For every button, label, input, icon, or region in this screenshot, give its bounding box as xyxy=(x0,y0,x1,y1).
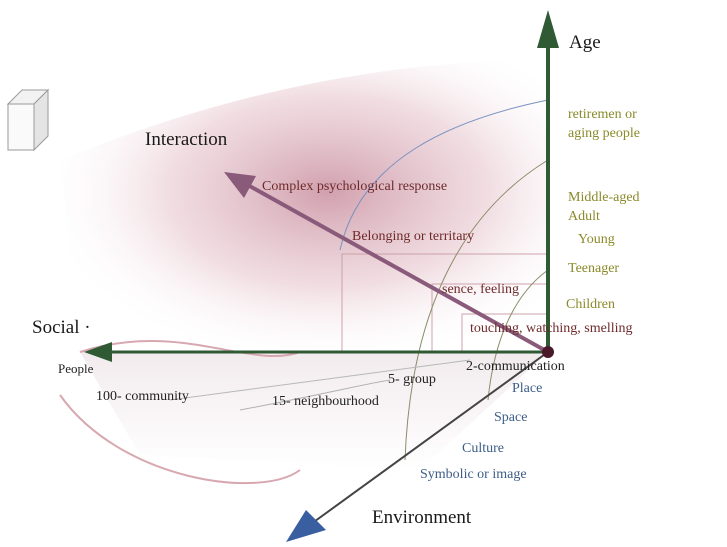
environment-level-place: Place xyxy=(512,381,543,396)
social-level-communication: 2-communication xyxy=(466,359,565,374)
social-level-group: 5- group xyxy=(388,372,436,387)
origin-point xyxy=(542,346,554,358)
age-level-middle-aged: Middle-aged xyxy=(568,190,640,205)
interaction-level-complex: Complex psychological response xyxy=(262,179,448,194)
interaction-plane xyxy=(60,60,548,352)
age-axis-title: Age xyxy=(569,32,601,53)
interaction-level-touching: touching, watching, smelling xyxy=(470,321,633,336)
social-axis xyxy=(84,342,548,362)
age-level-retirement-2: aging people xyxy=(568,126,640,141)
social-level-neighbourhood: 15- neighbourhood xyxy=(272,394,379,409)
environment-axis-title: Environment xyxy=(372,507,472,528)
social-axis-title: Social · xyxy=(32,317,91,338)
interaction-level-sense: sence, feeling xyxy=(442,282,519,297)
environment-axis xyxy=(286,351,549,542)
environment-level-space: Space xyxy=(494,410,528,425)
age-level-children: Children xyxy=(566,297,615,312)
interaction-arrow xyxy=(224,172,549,354)
interaction-axis-title: Interaction xyxy=(145,129,228,150)
age-level-adult: Adult xyxy=(568,209,600,224)
interaction-level-belonging: Belonging or territary xyxy=(352,229,475,244)
social-level-community: 100- community xyxy=(96,389,189,404)
age-axis xyxy=(537,10,559,352)
age-level-retirement-1: retiremen or xyxy=(568,107,637,122)
cube-icon xyxy=(6,88,50,152)
social-level-people: People xyxy=(58,361,94,376)
age-level-young: Young xyxy=(578,232,615,247)
age-level-teenager: Teenager xyxy=(568,261,620,276)
guide-curves xyxy=(59,99,549,485)
environment-plane xyxy=(80,352,548,470)
environment-level-culture: Culture xyxy=(462,441,504,456)
environment-level-symbolic: Symbolic or image xyxy=(420,467,527,482)
